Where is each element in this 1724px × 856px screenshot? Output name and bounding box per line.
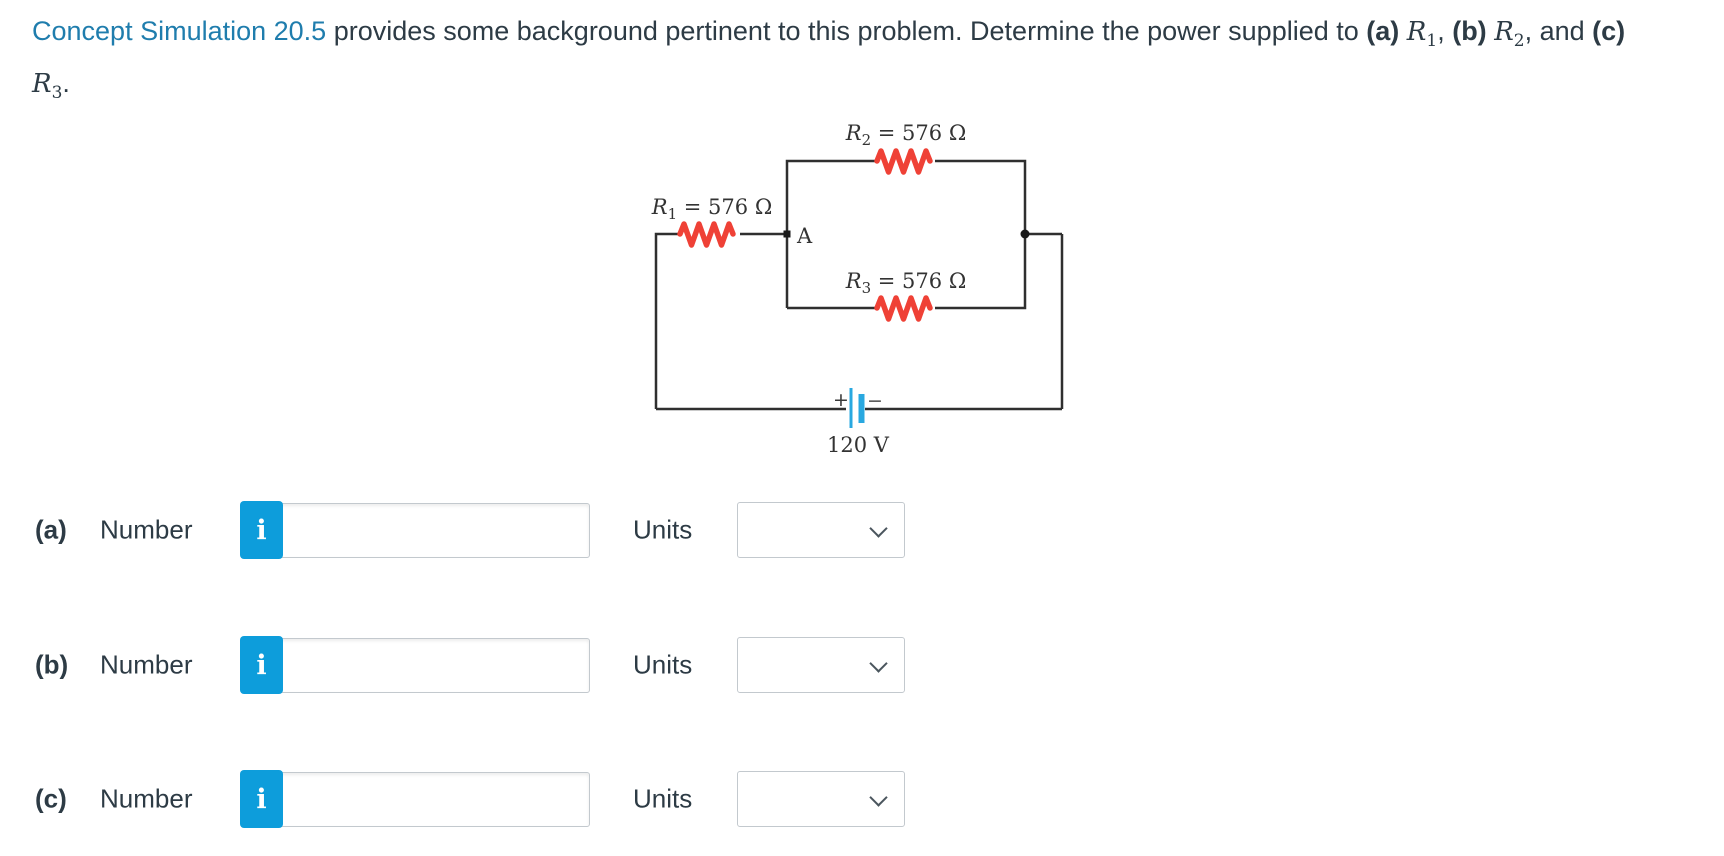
resistor-r1-zigzag (677, 221, 736, 248)
number-label: Number (100, 514, 193, 545)
node-right-marker (1020, 229, 1030, 239)
problem-line-2: R3. (32, 62, 1625, 114)
battery-minus-sign: − (867, 390, 883, 412)
part-label-b: (b) (35, 649, 69, 680)
resistor-r1-label: R1 = 576 Ω (651, 195, 772, 223)
part-label-c: (c) (35, 783, 67, 814)
units-label: Units (633, 649, 693, 680)
number-input[interactable] (279, 771, 590, 827)
info-button[interactable]: i (240, 636, 283, 694)
units-label: Units (633, 514, 693, 545)
part-label-a: (a) (35, 514, 67, 545)
units-select[interactable] (737, 771, 905, 827)
info-button[interactable]: i (240, 770, 283, 828)
problem-text: provides some background pertinent to th… (326, 16, 1367, 46)
space (1399, 16, 1407, 46)
problem-line-1: Concept Simulation 20.5 provides some ba… (32, 10, 1625, 62)
battery-plus-sign: + (833, 389, 849, 411)
number-label: Number (100, 649, 193, 680)
resistor-r1-subscript: 1 (1426, 31, 1438, 51)
resistor-r2-subscript: 2 (1513, 31, 1525, 51)
units-label: Units (633, 783, 693, 814)
part-a-marker: (a) (1366, 16, 1400, 46)
number-input-group-a: i (240, 501, 590, 559)
resistor-r3-symbol: R (32, 69, 52, 99)
answer-row-c: (c) Number i Units (0, 770, 1000, 828)
info-button[interactable]: i (240, 501, 283, 559)
number-input-group-c: i (240, 770, 590, 828)
number-input[interactable] (279, 502, 590, 558)
resistor-r3-subscript: 3 (51, 83, 63, 103)
concept-simulation-link[interactable]: Concept Simulation 20.5 (32, 16, 327, 46)
battery-icon (849, 388, 865, 428)
resistor-r2-zigzag (874, 148, 933, 175)
answer-row-a: (a) Number i Units (0, 501, 1000, 559)
part-b-marker: (b) (1452, 16, 1487, 46)
circuit-wires (654, 159, 1064, 411)
units-select-wrap-a (737, 502, 905, 558)
units-select-wrap-c (737, 771, 905, 827)
separator: , and (1524, 16, 1593, 46)
node-a-label: A (796, 224, 813, 248)
resistor-r3-zigzag (874, 295, 933, 322)
resistor-r1-symbol: R (1406, 17, 1427, 47)
circuit-diagram: R1 = 576 Ω R2 = 576 Ω R3 = 576 Ω A + − 1… (650, 115, 1070, 460)
resistor-r2-label: R2 = 576 Ω (845, 121, 966, 149)
number-input[interactable] (279, 637, 590, 693)
wire-left-outer (654, 232, 680, 409)
resistor-r3-label: R3 = 576 Ω (845, 269, 966, 297)
node-a-marker (783, 230, 791, 238)
period: . (62, 68, 70, 98)
units-select-wrap-b (737, 637, 905, 693)
units-select[interactable] (737, 637, 905, 693)
resistor-r2-symbol: R (1494, 17, 1514, 47)
separator: , (1437, 16, 1453, 46)
number-input-group-b: i (240, 636, 590, 694)
answer-row-b: (b) Number i Units (0, 636, 1000, 694)
units-select[interactable] (737, 502, 905, 558)
part-c-marker: (c) (1592, 16, 1626, 46)
battery-voltage-label: 120 V (827, 433, 890, 457)
wire-box-left-top (785, 159, 877, 308)
number-label: Number (100, 783, 193, 814)
problem-statement: Concept Simulation 20.5 provides some ba… (32, 10, 1625, 114)
